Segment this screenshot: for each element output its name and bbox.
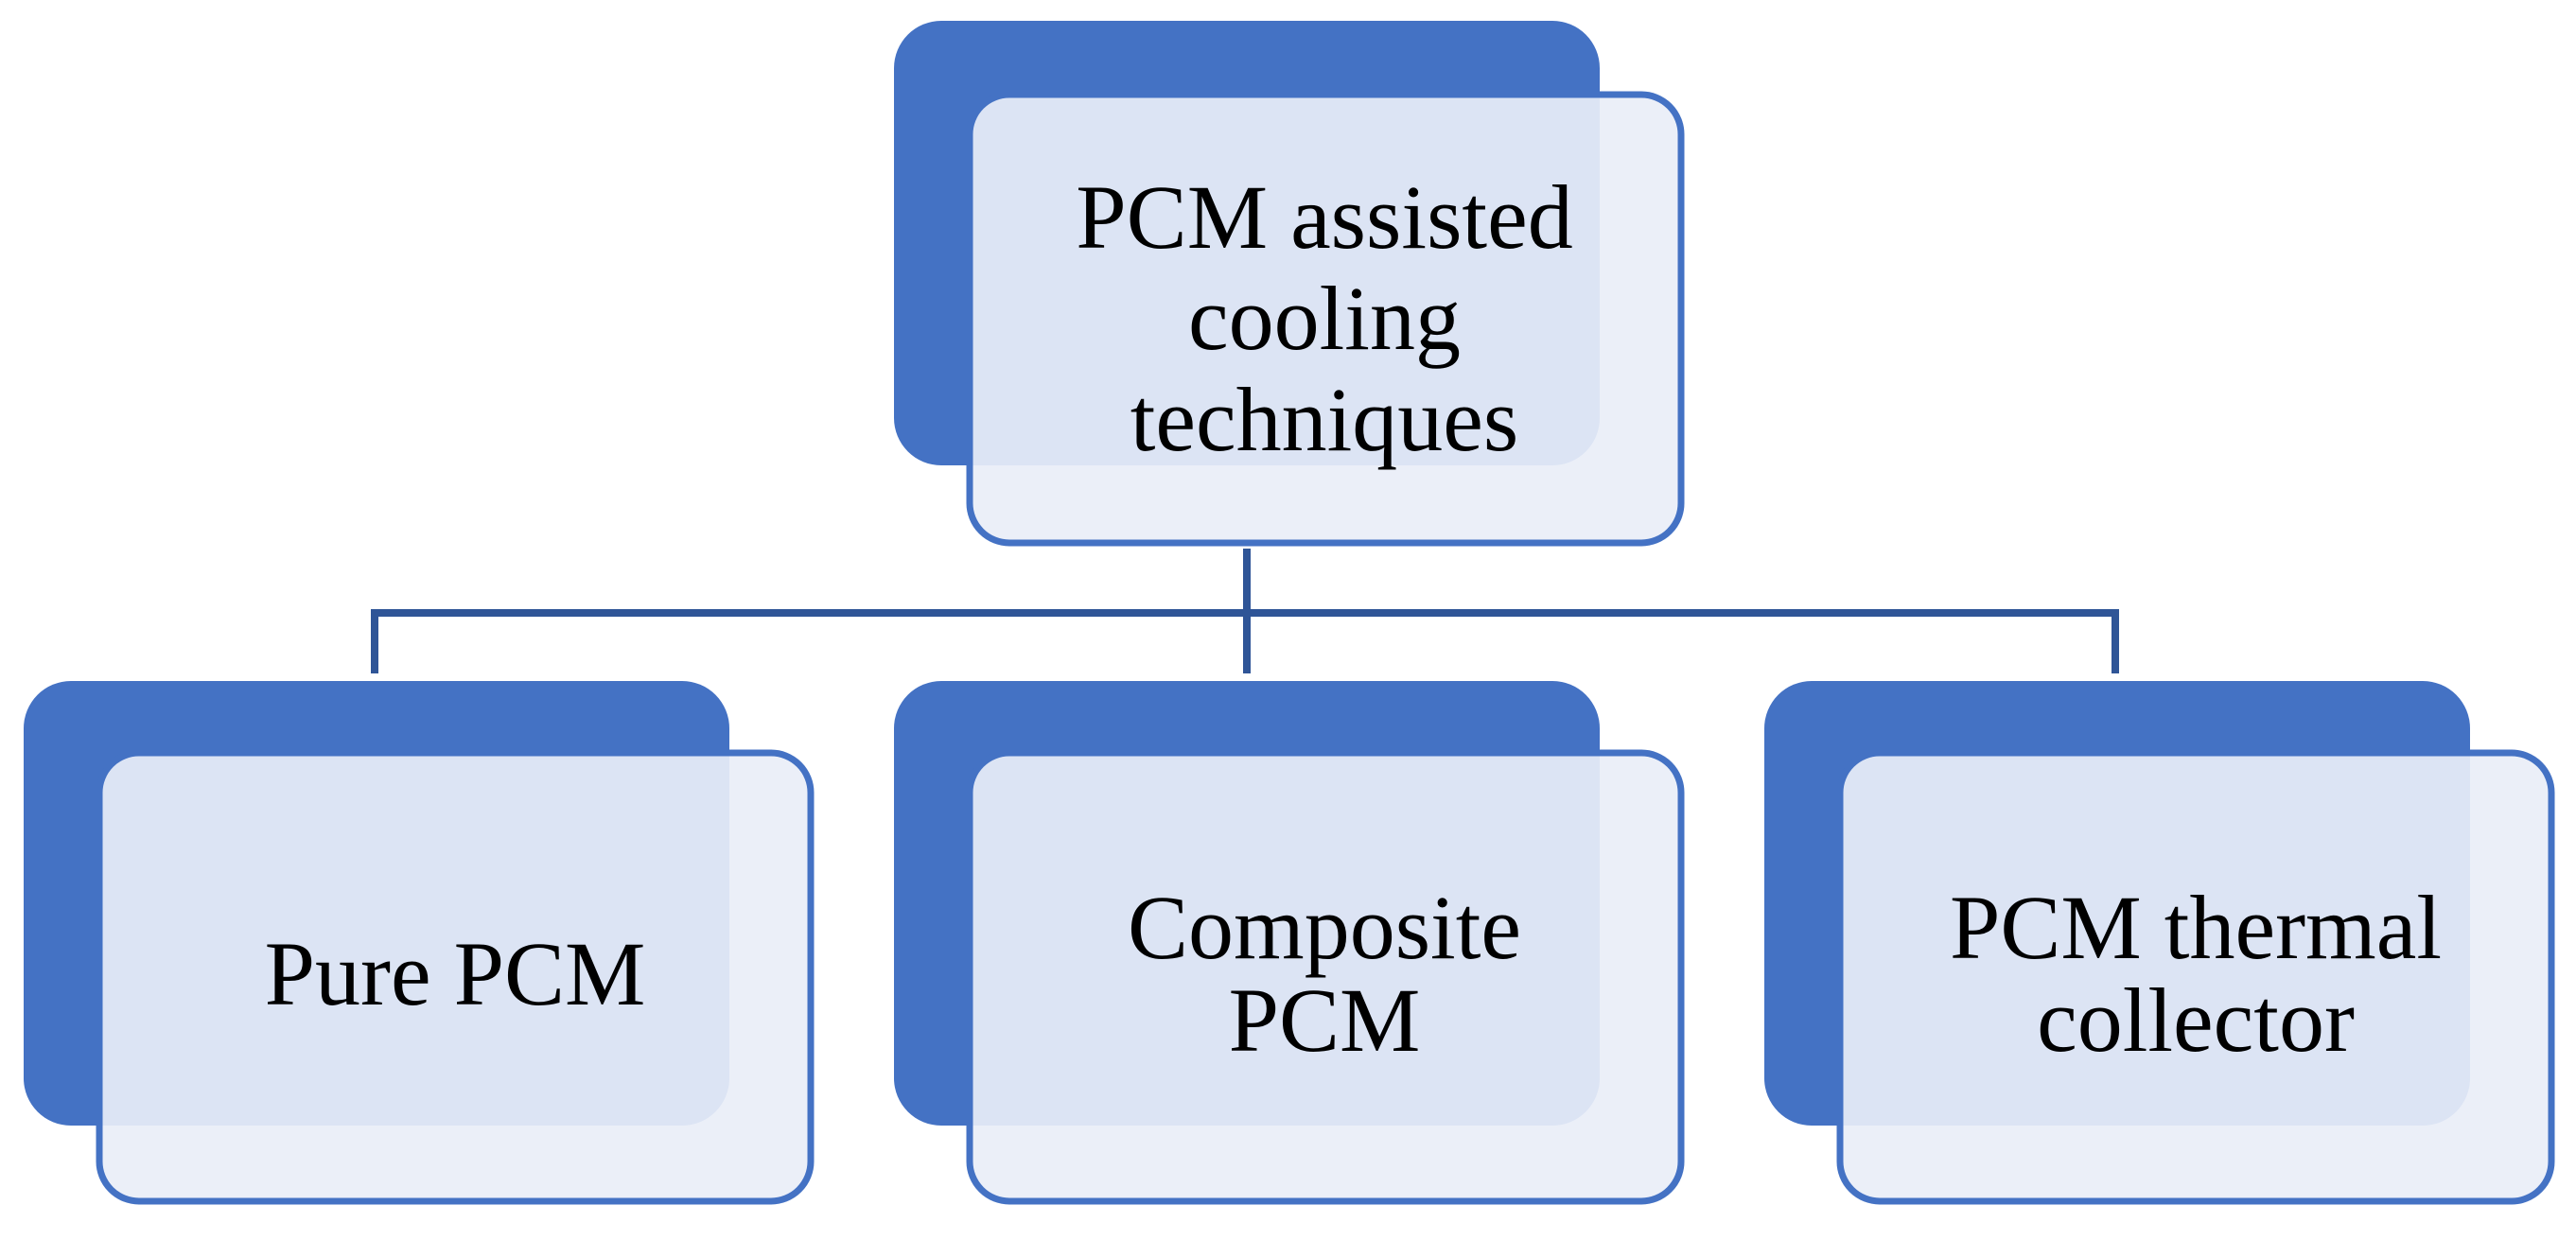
label-line: cooling [1188, 268, 1461, 369]
root-node-panel [966, 91, 1685, 547]
label-line: Composite [1128, 877, 1521, 978]
label-line: PCM [1229, 969, 1421, 1071]
child-node-panel [966, 749, 1685, 1205]
label-line: Pure PCM [265, 923, 646, 1024]
child-node-pure-pcm: Pure PCM [24, 681, 815, 1205]
label-line: PCM thermal [1950, 877, 2442, 978]
label-line: techniques [1130, 369, 1519, 470]
label-line: PCM assisted [1076, 166, 1572, 268]
child-node-panel [1836, 749, 2555, 1205]
child-node-panel [96, 749, 815, 1205]
label-line: collector [2037, 969, 2355, 1071]
connectors [371, 549, 2119, 673]
child-node-label: Pure PCM [265, 923, 646, 1024]
